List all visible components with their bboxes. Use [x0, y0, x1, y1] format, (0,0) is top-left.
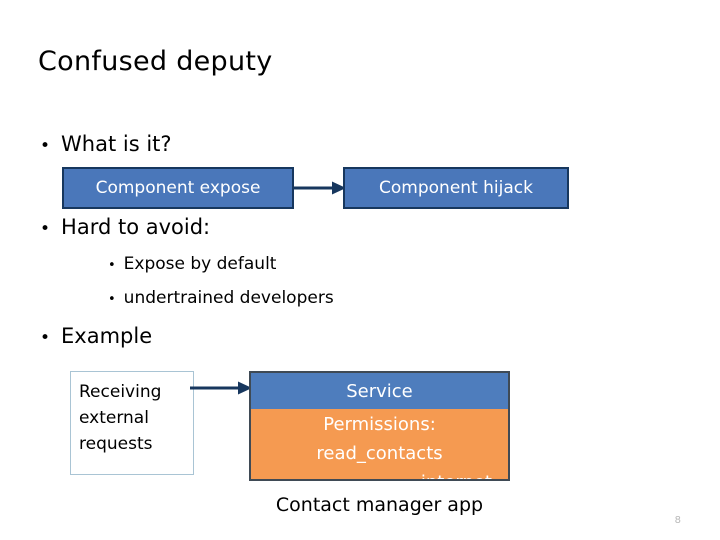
bullet-example: • Example [40, 323, 152, 351]
permissions-label: Permissions: [323, 414, 436, 435]
arrow-right-icon [190, 381, 252, 395]
receiving-external-requests-box: Receiving external requests [70, 371, 194, 475]
bullet-marker-icon: • [40, 219, 51, 239]
bullet-what-is-it-label: What is it? [61, 132, 172, 156]
receiving-line-1: Receiving [79, 382, 162, 402]
bullet-marker-icon: • [40, 328, 51, 348]
service-box: Service Permissions: read_contacts inter… [249, 371, 510, 481]
bullet-marker-icon: • [108, 258, 116, 273]
page-number: 8 [674, 515, 681, 526]
receiving-line-3: requests [79, 434, 153, 454]
bullet-example-label: Example [61, 324, 153, 348]
component-expose-box: Component expose [62, 167, 294, 209]
service-box-permissions: Permissions: read_contacts internet [251, 409, 508, 479]
component-expose-label: Component expose [95, 178, 261, 198]
bullet-marker-icon: • [108, 292, 116, 307]
bullet-hard-to-avoid-label: Hard to avoid: [61, 215, 211, 239]
component-hijack-label: Component hijack [379, 178, 533, 198]
component-hijack-box: Component hijack [343, 167, 569, 209]
service-box-header: Service [251, 373, 508, 409]
bullet-undertrained-developers: • undertrained developers [108, 287, 334, 311]
bullet-marker-icon: • [40, 136, 51, 156]
bullet-undertrained-developers-label: undertrained developers [123, 288, 334, 308]
permission-internet: internet [251, 468, 508, 479]
receiving-line-2: external [79, 408, 149, 428]
bullet-expose-by-default-label: Expose by default [123, 254, 277, 274]
bullet-expose-by-default: • Expose by default [108, 253, 276, 277]
arrow-right-icon [294, 181, 346, 195]
contact-manager-app-caption: Contact manager app [275, 494, 484, 516]
permission-read-contacts: read_contacts [316, 443, 443, 464]
bullet-what-is-it: • What is it? [40, 131, 172, 159]
page-title: Confused deputy [38, 46, 273, 77]
bullet-hard-to-avoid: • Hard to avoid: [40, 214, 210, 242]
service-box-header-label: Service [346, 380, 413, 402]
